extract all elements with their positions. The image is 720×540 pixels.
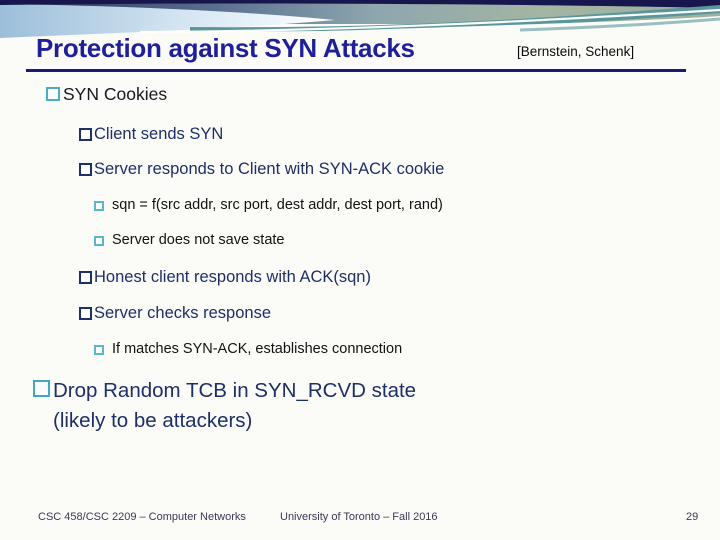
bullet-square-icon [79,163,92,176]
list-item-text: If matches SYN-ACK, establishes connecti… [112,341,403,357]
list-item: sqn = f(src addr, src port, dest addr, d… [94,197,443,213]
footer-course-label: CSC 458/CSC 2209 – Computer Networks [38,511,246,523]
list-item-text: Drop Random TCB in SYN_RCVD state (likel… [53,376,416,436]
bullet-square-icon [79,128,92,141]
list-item-line2: (likely to be attackers) [53,408,253,432]
bullet-square-icon [94,345,104,355]
list-item-text: SYN Cookies [63,84,168,104]
list-item: If matches SYN-ACK, establishes connecti… [94,341,402,357]
list-item: Client sends SYN [79,125,223,144]
page-title: Protection against SYN Attacks [36,33,415,63]
banner-wave-decoration [0,0,720,48]
title-underline [26,69,686,72]
list-item: Server responds to Client with SYN-ACK c… [79,160,444,179]
list-item-text: Server responds to Client with SYN-ACK c… [94,160,445,178]
bullet-square-icon [94,236,104,246]
bullet-square-icon [46,87,60,101]
list-item-text: Server checks response [94,304,271,322]
list-item: SYN Cookies [46,84,167,105]
list-item-text: Server does not save state [112,232,285,248]
list-item-text: Honest client responds with ACK(sqn) [94,268,371,286]
title-row: Protection against SYN Attacks [36,33,415,64]
bullet-square-icon [79,271,92,284]
list-item: Server checks response [79,304,271,323]
list-item-text: Client sends SYN [94,125,224,143]
list-item: Server does not save state [94,232,285,248]
list-item-line1: Drop Random TCB in SYN_RCVD state [53,379,417,402]
footer-institution-label: University of Toronto – Fall 2016 [280,511,438,523]
list-item: Drop Random TCB in SYN_RCVD state (likel… [33,376,416,436]
bullet-square-icon [94,201,104,211]
slide-page-number: 29 [686,511,699,523]
citation-reference: [Bernstein, Schenk] [517,44,635,59]
list-item: Honest client responds with ACK(sqn) [79,268,371,287]
bullet-square-icon [79,307,92,320]
list-item-text: sqn = f(src addr, src port, dest addr, d… [112,197,443,213]
bullet-square-icon [33,380,50,397]
